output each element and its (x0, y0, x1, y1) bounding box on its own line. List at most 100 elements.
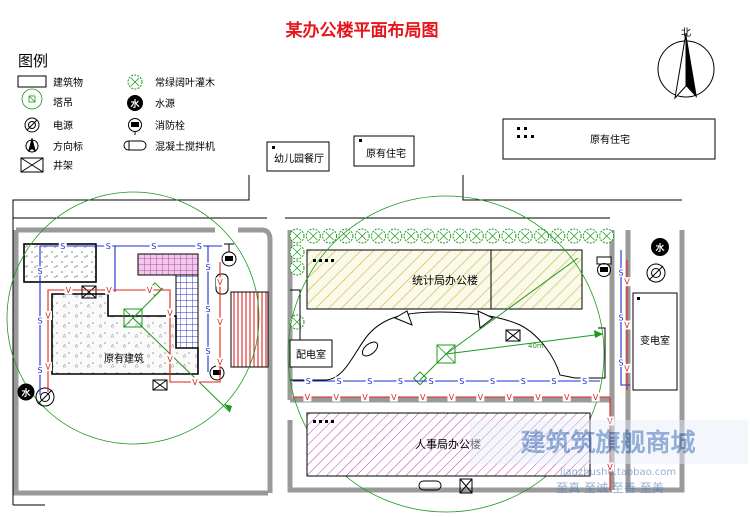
evergreen-shrub-icon (534, 228, 549, 244)
north-arrow: 北 (657, 27, 715, 100)
evergreen-shrub-icon (371, 228, 386, 244)
svg-text:S: S (205, 263, 210, 272)
svg-text:S: S (582, 377, 587, 386)
building-outline-icon (17, 75, 47, 88)
north-arrow-icon (25, 137, 39, 153)
crane-radius-label: 40m (528, 342, 544, 350)
personnel-bureau-marks (313, 420, 334, 423)
fire-hydrant-icon (128, 118, 142, 135)
legend-label: 混凝土搅拌机 (155, 140, 215, 153)
svg-text:V: V (147, 286, 153, 295)
svg-text:S: S (551, 377, 556, 386)
svg-text:V: V (535, 393, 541, 402)
svg-text:S: S (521, 377, 526, 386)
evergreen-shrub-icon (550, 228, 566, 244)
svg-text:V: V (420, 393, 426, 402)
svg-text:S: S (205, 347, 210, 356)
evergreen-shrub-icon (436, 228, 452, 244)
shrub-row (289, 228, 615, 330)
evergreen-shrub-icon (566, 228, 582, 244)
evergreen-shrub-icon (338, 228, 354, 244)
svg-text:水: 水 (655, 242, 665, 254)
evergreen-shrub-icon (501, 228, 517, 244)
svg-text:V: V (449, 393, 455, 402)
north-label: 北 (681, 27, 691, 39)
svg-text:水: 水 (130, 98, 140, 110)
svg-text:V: V (506, 393, 512, 402)
legend-label: 常绿阔叶灌木 (155, 76, 215, 89)
legend-label: 消防栓 (155, 119, 185, 132)
svg-text:S: S (459, 377, 464, 386)
tower-crane-icon (21, 88, 43, 110)
svg-text:S: S (490, 377, 495, 386)
evergreen-shrub-icon (305, 228, 321, 244)
legend-label: 水源 (155, 97, 175, 110)
residence-top-right-label: 原有住宅 (590, 133, 630, 146)
statistics-bureau-building (306, 249, 583, 310)
power-source-right (646, 263, 666, 283)
tower-crane-right: 40m (287, 195, 605, 513)
svg-text:S: S (151, 242, 156, 251)
evergreen-shrub-icon (387, 228, 403, 244)
legend-label: 电源 (53, 119, 73, 132)
evergreen-shrub-icon (599, 228, 615, 244)
statistics-bureau-label: 统计局办公楼 (412, 273, 478, 287)
svg-text:V: V (45, 363, 51, 372)
tower-crane-left (6, 191, 260, 445)
watermark: 建筑筑旗舰商城 jianzhushu.taobao.com 至真 至诚 至善 至… (470, 420, 748, 495)
svg-text:V: V (607, 463, 613, 472)
svg-text:V: V (624, 278, 630, 287)
legend-label: 塔吊 (53, 96, 73, 109)
svg-text:S: S (106, 242, 111, 251)
steel-yard-magenta (137, 253, 199, 276)
kindergarten-canteen-label: 幼儿园餐厅 (274, 152, 324, 165)
svg-text:S: S (37, 366, 42, 375)
evergreen-shrub-icon (403, 228, 419, 244)
derrick-icon (20, 157, 44, 173)
watermark-url: jianzhushu.taobao.com (559, 467, 676, 478)
statistics-bureau-marks (313, 259, 334, 262)
distribution-room-label: 配电室 (296, 348, 326, 361)
svg-text:V: V (391, 393, 397, 402)
evergreen-shrub-icon (517, 228, 533, 244)
svg-text:S: S (337, 377, 342, 386)
fire-hydrant-icon (596, 256, 612, 277)
water-supply-line: SSS (204, 246, 212, 372)
svg-text:V: V (217, 318, 223, 327)
derrick-icon (459, 478, 473, 494)
evergreen-shrub-icon (289, 244, 305, 260)
distribution-room (289, 339, 333, 368)
svg-text:V: V (624, 364, 630, 373)
material-yard-blue (175, 274, 199, 349)
svg-text:S: S (367, 377, 372, 386)
page-title: 某办公楼平面布局图 (286, 20, 439, 41)
power-source-icon (24, 117, 40, 133)
personnel-bureau-label: 人事局办公楼 (415, 437, 481, 451)
svg-text:V: V (167, 309, 173, 318)
svg-text:V: V (305, 393, 311, 402)
substation-label: 变电室 (640, 334, 670, 347)
svg-text:S: S (429, 377, 434, 386)
water-source-left: 水 (17, 383, 35, 401)
kindergarten-canteen (266, 141, 330, 172)
svg-text:V: V (192, 378, 198, 387)
svg-text:V: V (217, 358, 223, 367)
svg-text:V: V (217, 278, 223, 287)
svg-text:V: V (564, 393, 570, 402)
residence-small (353, 135, 415, 167)
svg-text:S: S (37, 317, 42, 326)
svg-text:S: S (398, 377, 403, 386)
power-supply-line: VVV (623, 260, 631, 390)
power-source-left (35, 387, 55, 407)
svg-text:S: S (618, 359, 623, 368)
formwork-yard (230, 291, 269, 368)
svg-text:S: S (618, 314, 623, 323)
svg-text:V: V (106, 286, 112, 295)
